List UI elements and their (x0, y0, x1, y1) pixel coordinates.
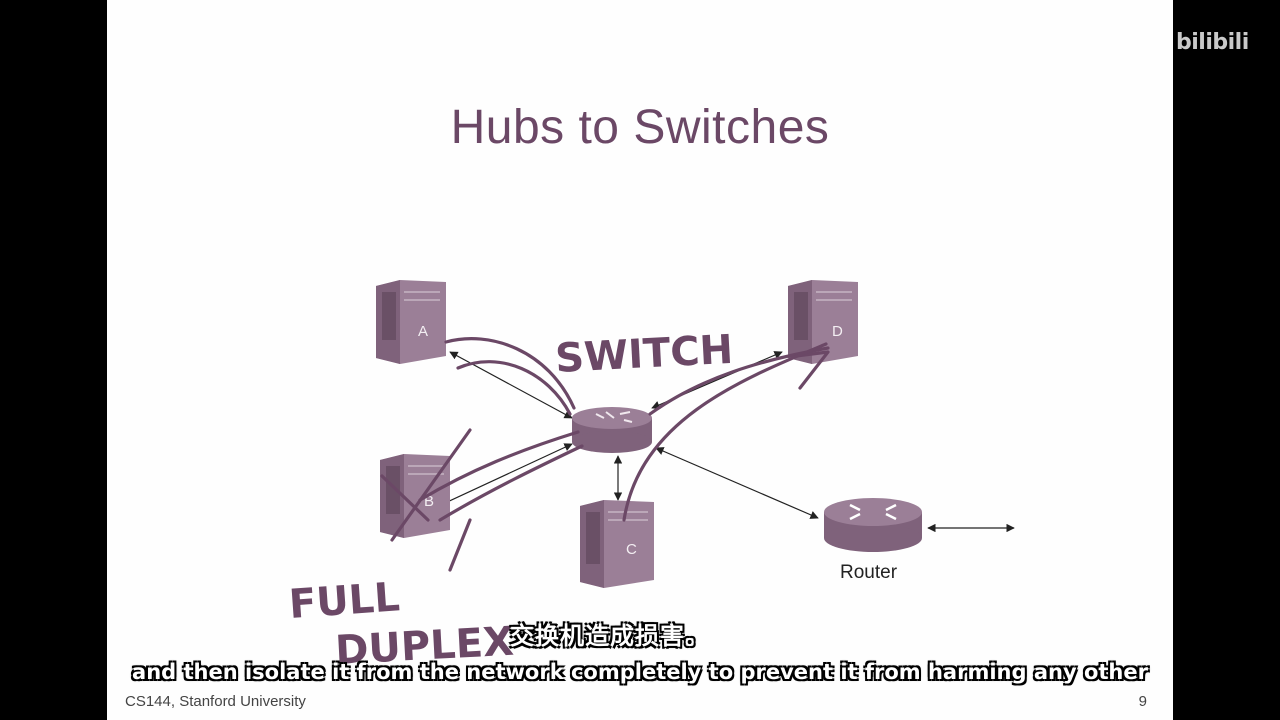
ink-arrow-d (794, 350, 830, 390)
ink-annotations: SWITCH FULL DUPLEX (287, 327, 830, 674)
ink-curve-c (622, 342, 828, 522)
subtitle-english: and then isolate it from the network com… (132, 660, 1148, 684)
link-lines (429, 351, 1015, 533)
page-number: 9 (1138, 693, 1147, 710)
link-a-switch (449, 351, 573, 419)
ink-curve-a-2 (456, 360, 572, 416)
router-device: Router (824, 498, 922, 583)
server-a: A (376, 280, 446, 364)
link-b-switch (429, 443, 573, 511)
server-b: B (380, 454, 450, 538)
server-a-label: A (418, 323, 428, 340)
bilibili-logo: bilibili (1176, 30, 1249, 55)
router-arrows-icon (849, 503, 897, 521)
footer-course: CS144, Stanford University (125, 693, 306, 710)
ink-curve-a-1 (444, 337, 576, 410)
subtitle-chinese: 交换机造成损害。 (510, 622, 710, 650)
ink-switch-text: SWITCH (554, 327, 734, 382)
server-d: D (788, 280, 858, 364)
ink-strike-3 (448, 518, 472, 572)
ink-scribble-2 (438, 444, 584, 522)
ink-duplex-text: DUPLEX (334, 619, 515, 674)
ink-full-text: FULL (287, 574, 401, 628)
server-b-label: B (424, 493, 434, 510)
ink-scribble-1 (418, 430, 580, 502)
slide: Hubs to Switches CS144, Stanford Univers… (107, 0, 1173, 720)
ink-strike-1 (380, 474, 430, 522)
router-label: Router (840, 562, 898, 583)
switch-device (572, 407, 652, 453)
server-c-label: C (626, 541, 637, 558)
slide-title: Hubs to Switches (450, 101, 830, 154)
ink-strike-2 (390, 428, 472, 542)
server-c: C (580, 500, 654, 588)
server-d-label: D (832, 323, 843, 340)
link-switch-router (655, 447, 819, 519)
